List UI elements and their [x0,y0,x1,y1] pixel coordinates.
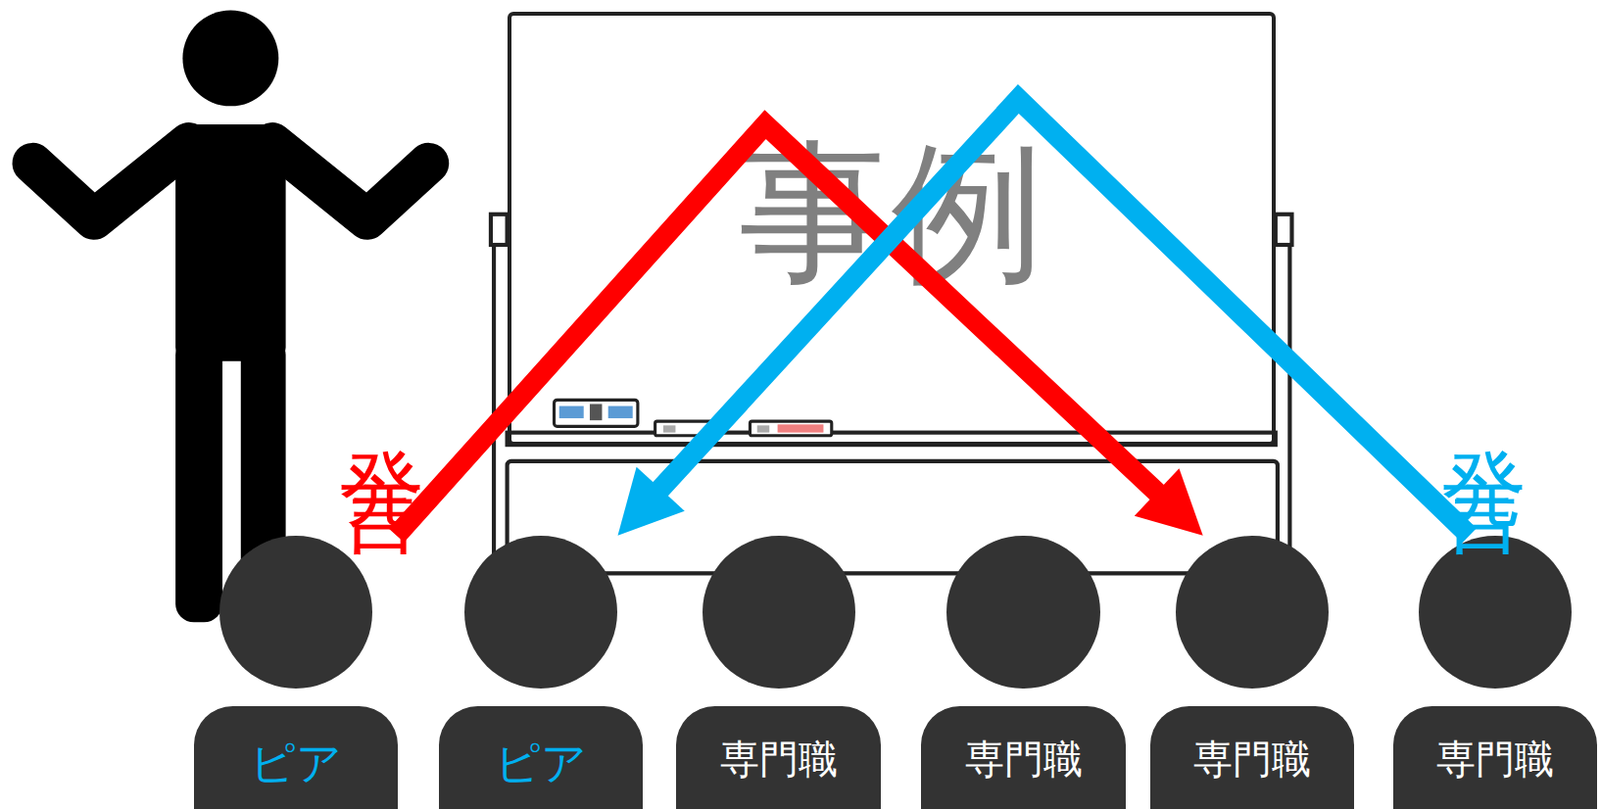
whiteboard: 事例 [507,11,1276,446]
participant-body: 専門職 [921,706,1125,809]
participant-body: 専門職 [1393,706,1598,809]
speech-label: 発言 [1443,384,1527,422]
participant-body: ピア [438,706,643,809]
participant: ピア [193,535,398,809]
role-label: 専門職 [965,733,1083,787]
role-label: ピア [249,733,342,795]
marker [749,421,831,437]
participant: ピア [438,535,643,809]
participant-body: ピア [193,706,398,809]
role-label: 専門職 [1193,733,1311,787]
board-knob [1275,214,1293,245]
marker-cap [757,425,770,433]
marker-cap [663,425,676,433]
participant: 専門職 [1393,535,1598,809]
presenter-head [182,9,279,106]
speech-arrow [618,98,1470,536]
board-stand [1287,244,1292,572]
participant-body: 専門職 [676,706,880,809]
participant: 専門職 [1150,535,1355,809]
participant-head [1418,535,1572,689]
presenter-arm [272,143,429,220]
arrow-head [618,467,685,536]
participant-head [702,535,856,689]
participant: 専門職 [676,535,880,809]
arrow-head [1134,468,1204,536]
marker [655,421,717,437]
presenter-leg [175,337,223,624]
presenter-hip [220,337,243,356]
arrow-line [396,124,1159,536]
eraser [554,399,638,427]
participant-body: 専門職 [1150,706,1355,809]
participant-head [946,535,1100,689]
board-knob [490,214,508,245]
eraser-detail [608,406,633,419]
eraser-detail [559,406,584,419]
participant-head [1175,535,1329,689]
participant-head [219,535,373,689]
role-label: 専門職 [720,733,838,787]
presenter-arm [32,143,189,220]
role-label: ピア [494,733,587,795]
eraser-detail [589,403,602,421]
speech-arrow [396,124,1204,536]
role-label: 専門職 [1436,733,1554,787]
board-lower-frame [507,461,1278,575]
participant: 専門職 [921,535,1125,809]
participant-head [464,535,618,689]
speech-label: 発言 [340,384,425,422]
board-stand [491,244,496,572]
board-text: 事例 [738,111,1045,318]
arrow-line [659,98,1470,536]
marker-body [777,424,825,433]
